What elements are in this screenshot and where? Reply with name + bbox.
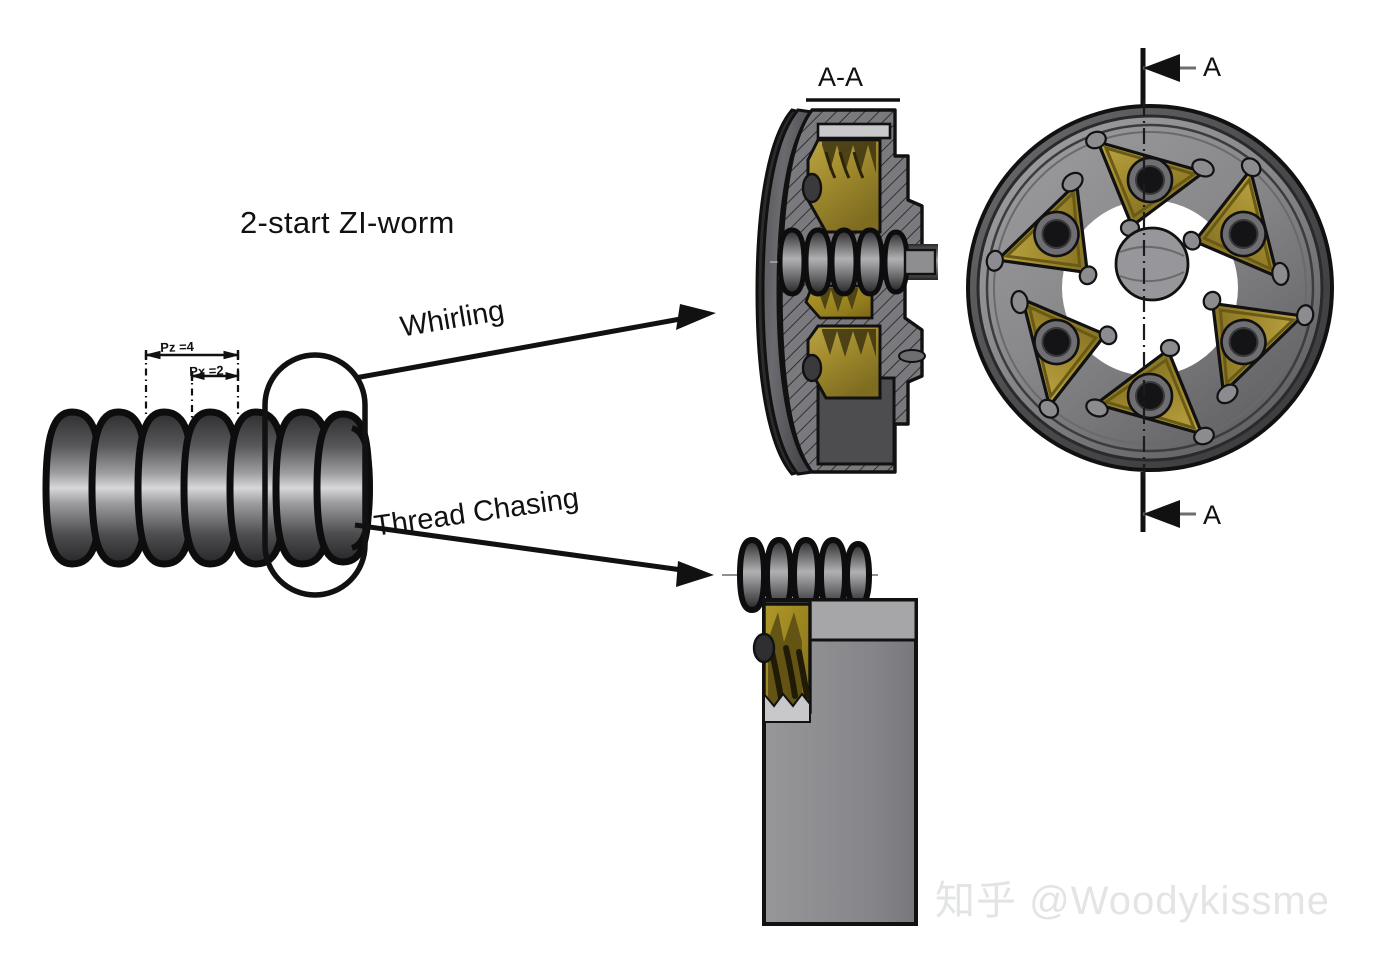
section-arrow-top bbox=[1140, 48, 1196, 108]
whirling-head-front-view bbox=[966, 48, 1334, 532]
carbide-inserts-ring bbox=[985, 130, 1315, 446]
dimension-lines bbox=[144, 350, 240, 418]
dimension-label-lead: Pz =4 bbox=[160, 338, 195, 355]
label-section-arrow-top: A bbox=[1203, 52, 1222, 82]
dimension-label-pitch: Px =2 bbox=[189, 362, 224, 379]
insert-section-bottom bbox=[801, 324, 882, 400]
insert-chasing-tool bbox=[752, 602, 812, 723]
leader-arrow-thread-chasing bbox=[354, 522, 714, 587]
worm-callout-oval bbox=[262, 352, 368, 598]
workpiece-cross-section bbox=[1114, 226, 1190, 302]
label-section-arrow-bottom: A bbox=[1203, 500, 1222, 530]
worm-small bbox=[722, 536, 878, 614]
worm-workpiece bbox=[42, 352, 374, 598]
worm-in-whirling-head bbox=[770, 227, 938, 297]
page-title: 2-start ZI-worm bbox=[240, 205, 455, 240]
label-section-aa: A-A bbox=[818, 62, 864, 92]
section-arrow-bottom bbox=[1140, 472, 1196, 532]
thread-chasing-assembly bbox=[722, 536, 918, 926]
worm-threads bbox=[42, 408, 373, 568]
leader-arrow-whirling bbox=[354, 304, 716, 381]
whirling-head-section bbox=[755, 98, 938, 476]
watermark-text: 知乎 @Woodykissme bbox=[935, 879, 1330, 923]
